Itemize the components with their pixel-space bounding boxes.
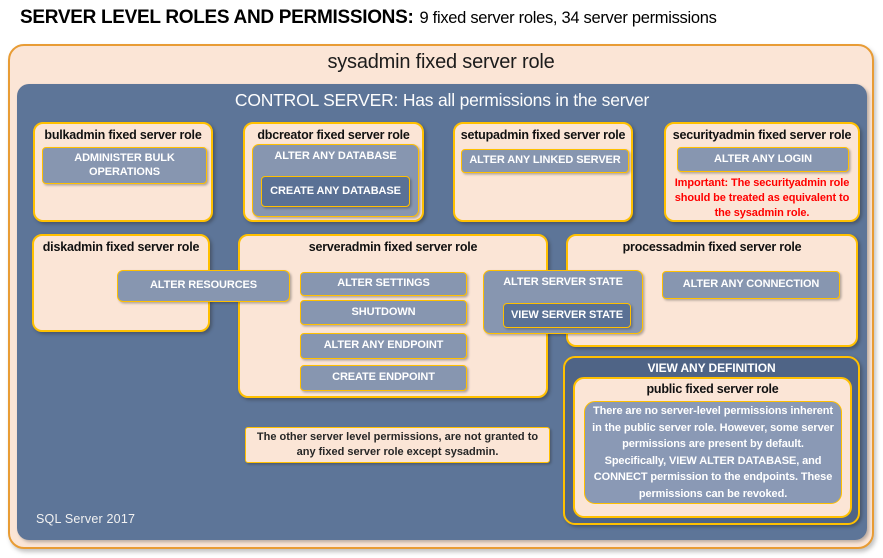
permission-alter-any-endpoint: ALTER ANY ENDPOINT — [300, 333, 467, 359]
public-role-title: public fixed server role — [646, 382, 779, 396]
page-title: SERVER LEVEL ROLES AND PERMISSIONS: 9 fix… — [20, 7, 717, 29]
permission-create-any-database: CREATE ANY DATABASE — [261, 176, 410, 207]
permission-create-endpoint: CREATE ENDPOINT — [300, 365, 467, 391]
dbcreator-role-title: dbcreator fixed server role — [257, 128, 410, 142]
bulkadmin-role-title: bulkadmin fixed server role — [44, 128, 202, 142]
securityadmin-role-box: securityadmin fixed server role ALTER AN… — [664, 122, 860, 222]
permission-alter-any-database: ALTER ANY DATABASE CREATE ANY DATABASE — [252, 144, 419, 217]
permission-shutdown: SHUTDOWN — [300, 300, 467, 325]
permission-alter-server-state: ALTER SERVER STATE VIEW SERVER STATE — [483, 270, 643, 334]
serveradmin-role-box: serveradmin fixed server role ALTER SETT… — [238, 234, 548, 398]
public-role-box: public fixed server role There are no se… — [573, 377, 852, 518]
footnote-box: The other server level permissions, are … — [245, 427, 550, 463]
permission-alter-any-database-label: ALTER ANY DATABASE — [274, 150, 397, 162]
permission-alter-any-linked-server: ALTER ANY LINKED SERVER — [461, 149, 629, 173]
processadmin-role-title: processadmin fixed server role — [622, 240, 802, 254]
permission-view-any-definition: VIEW ANY DEFINITION — [647, 361, 776, 375]
setupadmin-role-title: setupadmin fixed server role — [460, 128, 626, 142]
permission-alter-any-login: ALTER ANY LOGIN — [677, 147, 849, 172]
serveradmin-role-title: serveradmin fixed server role — [308, 240, 478, 254]
permission-alter-server-state-label: ALTER SERVER STATE — [503, 276, 623, 288]
permission-view-server-state: VIEW SERVER STATE — [503, 303, 631, 328]
sysadmin-role-title: sysadmin fixed server role — [327, 51, 555, 73]
setupadmin-role-box: setupadmin fixed server role ALTER ANY L… — [453, 122, 633, 222]
page-title-main: SERVER LEVEL ROLES AND PERMISSIONS: — [20, 7, 414, 28]
control-server-title: CONTROL SERVER: Has all permissions in t… — [234, 90, 650, 110]
securityadmin-warning-text: Important: The securityadmin role should… — [674, 177, 850, 220]
securityadmin-role-title: securityadmin fixed server role — [672, 128, 852, 142]
permission-alter-settings: ALTER SETTINGS — [300, 272, 467, 296]
permission-administer-bulk-operations: ADMINISTER BULK OPERATIONS — [42, 147, 207, 184]
dbcreator-role-box: dbcreator fixed server role ALTER ANY DA… — [243, 122, 424, 222]
diskadmin-role-title: diskadmin fixed server role — [42, 240, 200, 254]
version-label: SQL Server 2017 — [36, 512, 136, 526]
public-role-note: There are no server-level permissions in… — [584, 401, 842, 504]
permission-alter-any-connection: ALTER ANY CONNECTION — [662, 271, 840, 299]
permission-alter-resources: ALTER RESOURCES — [117, 270, 290, 302]
view-any-definition-box: VIEW ANY DEFINITION public fixed server … — [563, 356, 860, 525]
bulkadmin-role-box: bulkadmin fixed server role ADMINISTER B… — [33, 122, 213, 222]
page-title-detail: 9 fixed server roles, 34 server permissi… — [419, 9, 717, 27]
